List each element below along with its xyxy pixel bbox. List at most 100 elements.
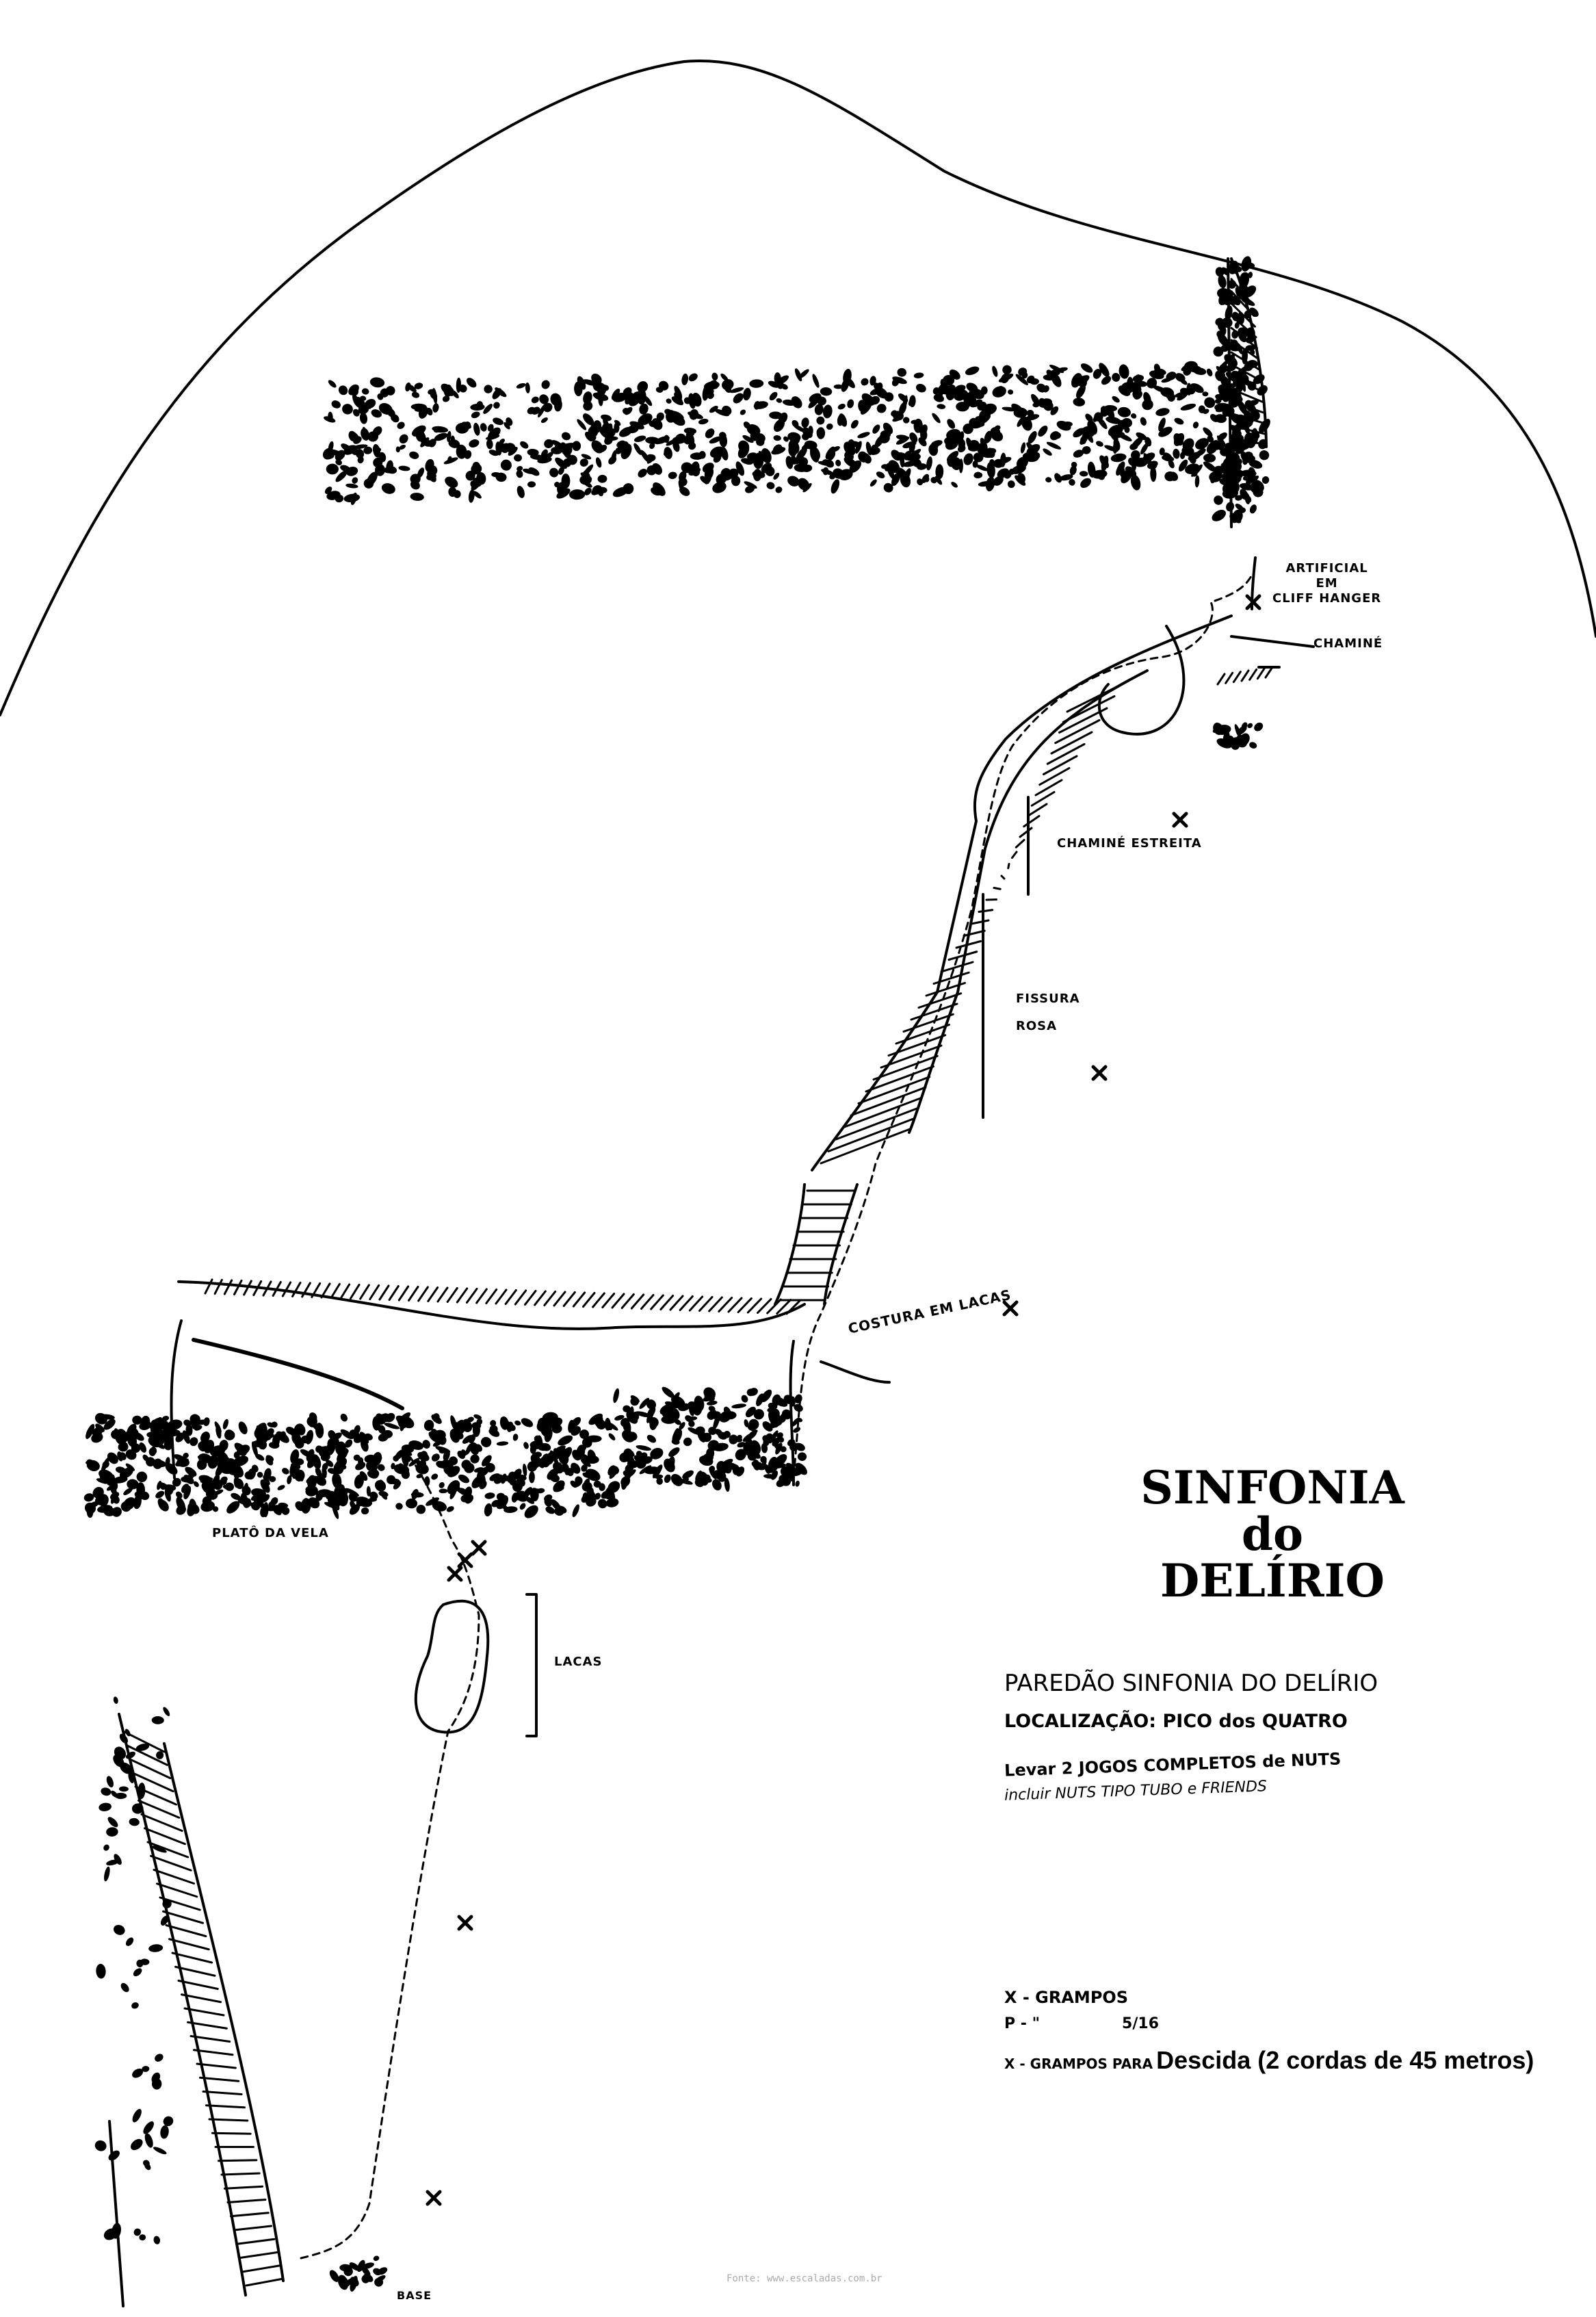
vegetation-blob [642,1456,653,1464]
hatch-line [230,2212,270,2218]
vegetation-blob [480,423,487,432]
hatch-line [162,1910,205,1924]
hatch-line [1046,743,1086,765]
vegetation-blob [1080,436,1087,445]
vegetation-blob [471,463,482,475]
vegetation-blob [959,431,965,441]
vegetation-blob [537,1443,549,1451]
hatch-line [174,1965,216,1977]
vegetation-blob [732,1464,740,1475]
vegetation-blob [86,1423,95,1439]
vegetation-blob [1222,408,1229,417]
vegetation-blob [1180,403,1196,411]
vegetation-blob [473,491,482,499]
vegetation-blob [1215,267,1225,277]
vegetation-blob [620,1418,629,1427]
vegetation-blob [636,389,646,405]
vegetation-blob [462,1434,473,1444]
vegetation-blob [411,391,420,398]
hatch-line [224,2185,264,2190]
hatch-line [766,1298,782,1315]
vegetation-blob [527,481,536,488]
vegetation-blob [1076,385,1086,399]
vegetation-blob [136,1471,148,1483]
vegetation-blob [780,1466,792,1477]
vegetation-blob [1195,438,1209,450]
vegetation-blob [127,1479,139,1490]
vegetation-blob [135,1743,150,1751]
vegetation-blob [716,1460,727,1473]
vegetation-blob [527,448,539,456]
vegetation-blob [848,441,861,448]
vegetation-blob [1073,398,1086,406]
vegetation-blob [733,393,744,404]
vegetation-blob [748,1388,758,1396]
vegetation-blob [1220,289,1228,305]
vegetation-blob [373,447,382,453]
vegetation-blob [268,1501,276,1510]
vegetation-blob [655,387,664,393]
vegetation-blob [544,1494,553,1502]
vegetation-blob [273,1507,282,1516]
vegetation-blob [512,1434,519,1441]
vegetation-blob [847,399,854,409]
hatch-line [679,1295,694,1311]
vegetation-blob [614,1414,625,1421]
vegetation-blob [153,2236,161,2244]
hatch-line [1225,671,1234,684]
vegetation-blob [973,452,984,463]
vegetation-blob [343,493,361,502]
hatch-line [236,2238,276,2245]
vegetation-blob [714,409,729,417]
vegetation-blob [822,467,829,476]
vegetation-blob [1261,476,1270,484]
hatch-line [947,950,978,961]
vegetation-blob [183,1475,194,1484]
vegetation-blob [113,1476,128,1484]
vegetation-blob [1238,739,1247,748]
vegetation-blob [551,1424,562,1434]
vegetation-blob [539,394,549,404]
title-line3: DELÍRIO [1160,1554,1385,1607]
vegetation-blob [1173,448,1180,459]
vegetation-blob [306,1475,318,1484]
hatch-line [202,2091,243,2095]
vegetation-blob [96,1963,106,1979]
vegetation-blob [775,487,783,493]
vegetation-blob [523,468,534,474]
vegetation-blob [113,1755,125,1768]
vegetation-blob [352,409,360,417]
vegetation-blob [524,1496,535,1504]
vegetation-blob [608,1433,616,1440]
vegetation-blob [1249,504,1257,514]
vegetation-blob [271,1421,278,1428]
vegetation-blob [197,1455,209,1463]
vegetation-blob [1055,367,1068,373]
vegetation-blob [572,1504,579,1518]
vegetation-blob [263,1468,272,1481]
vegetation-blob [605,436,618,441]
vegetation-blob [222,1484,232,1490]
vegetation-blob [326,491,341,500]
hatch-line [592,1292,605,1308]
vegetation-blob [496,1492,506,1501]
vegetation-blob [480,1466,490,1477]
vegetation-blob [656,412,664,421]
vegetation-blob [910,448,921,458]
vegetation-blob [108,2150,120,2161]
vegetation-blob [1235,495,1243,501]
vegetation-blob [369,377,385,388]
vegetation-blob [280,1431,287,1441]
vegetation-blob [762,1421,773,1432]
vegetation-blob [473,1414,482,1420]
label-chamine: CHAMINÉ [1313,636,1383,651]
vegetation-blob [742,1432,757,1442]
vegetation-blob [416,1460,422,1467]
vegetation-blob [627,1460,638,1468]
vegetation-blob [397,422,405,429]
vegetation-blob [516,469,523,478]
hatch-line [1264,666,1274,679]
vegetation-blob [833,384,843,389]
vegetation-blob [816,416,825,425]
vegetation-blob [695,1471,703,1482]
